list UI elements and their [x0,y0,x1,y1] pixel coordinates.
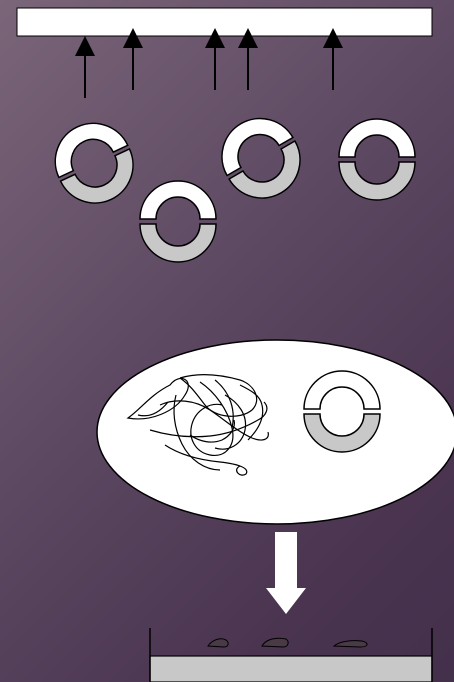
aggregate-2 [262,638,288,647]
container-fill [150,656,432,682]
ring-3 [208,105,314,212]
ring-2-gray-half [140,224,216,262]
free-rings [43,105,415,262]
ring-2 [140,181,216,262]
ring-4 [339,119,415,200]
down-arrow [266,532,306,614]
ring-2-white-half [140,181,216,219]
aggregate-3 [334,641,367,647]
compartment-ellipse [97,340,454,524]
ring-3-white-half [208,105,293,176]
ring-4-white-half [339,119,415,157]
ring-1-white-half [43,111,128,178]
upward-arrows [85,38,333,98]
ring-3-gray-half [229,141,314,212]
ring-4-gray-half [339,162,415,200]
ring-1-gray-half [61,149,146,216]
aggregate-1 [208,639,228,647]
top-panel [17,8,432,36]
ring-1 [43,111,146,216]
bottom-container [150,628,432,682]
